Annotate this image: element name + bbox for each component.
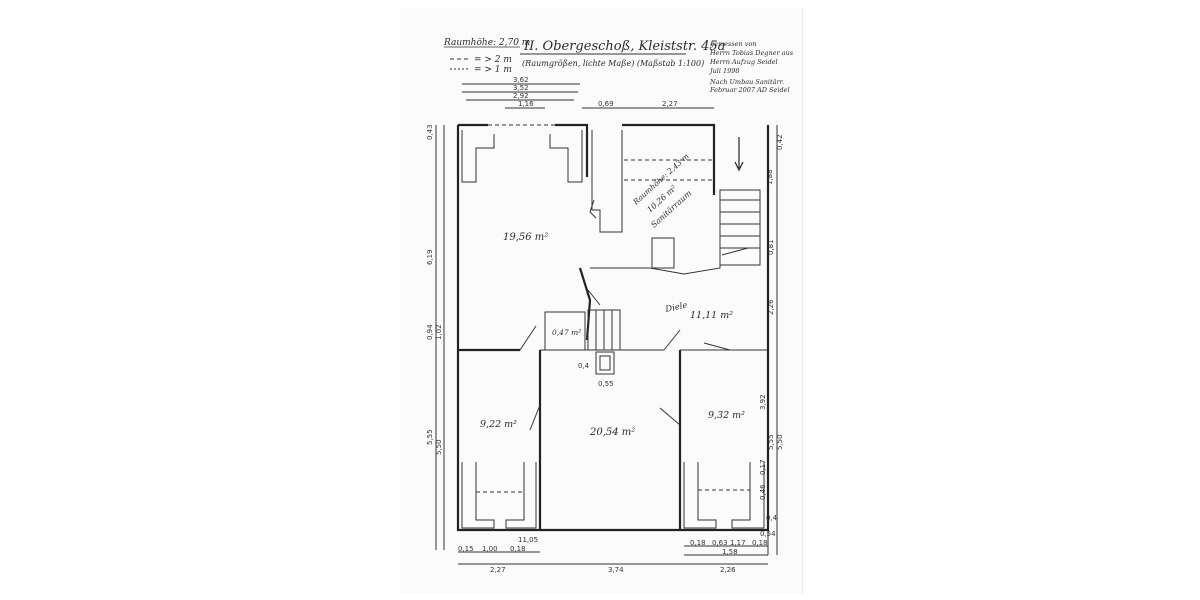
- chimney-dim-2: 0,55: [598, 380, 614, 388]
- dim-top-5: 0,69: [598, 100, 614, 108]
- dim-bottom-1: 0,15: [458, 545, 474, 553]
- window-niche-bottom-left-b: [505, 462, 537, 529]
- dim-top-4: 1,16: [518, 100, 534, 108]
- dim-left-2: 6,19: [426, 249, 434, 265]
- dim-top-1: 3,62: [513, 76, 529, 84]
- dim-bottom-9: 1,17: [730, 539, 746, 547]
- dim-bottom-3: 0,18: [510, 545, 526, 553]
- room-right-bottom-area: 9,32 m²: [708, 410, 745, 421]
- note-footer-2: Februar 2007 AD Seidel: [709, 86, 790, 94]
- small-staircase: [544, 309, 621, 351]
- dim-right-8: 0,17: [759, 459, 767, 475]
- room-living-area: 19,56 m²: [503, 232, 548, 243]
- window-niche-top-left-a: [461, 130, 495, 183]
- dim-bottom-7: 0,18: [690, 539, 706, 547]
- dim-bottom-4: 2,27: [490, 566, 506, 574]
- dim-bottom-12: 0,54: [760, 530, 776, 538]
- bottom-dimension-lines: [458, 545, 768, 565]
- room-hall-area: 11,11 m²: [690, 310, 733, 321]
- arrow-down-icon: [734, 161, 744, 172]
- dim-bottom-13: 0,4: [766, 514, 778, 522]
- note-line-2: Herrn Tobias Degner aus: [709, 49, 794, 57]
- legend-dash-1m: = > 1 m: [474, 65, 512, 75]
- door-swings: [519, 247, 749, 431]
- dim-left-5: 5,55: [426, 429, 434, 445]
- dim-bottom-6: 2,26: [720, 566, 736, 574]
- dim-right-3: 0,81: [767, 239, 775, 255]
- staircase-right: [719, 189, 761, 266]
- room-center-bottom-area: 20,54 m²: [589, 427, 635, 438]
- dim-left-1: 0,43: [426, 124, 434, 140]
- legend-room-height: Raumhöhe: 2,70 m: [443, 38, 530, 48]
- dim-bottom-8: 0,63: [712, 539, 728, 547]
- dim-right-6: 3,92: [759, 394, 767, 410]
- dim-left-6: 5,50: [435, 439, 443, 455]
- window-niche-bottom-right-b: [731, 462, 765, 529]
- dim-bottom-14: 11,05: [518, 536, 538, 544]
- note-line-1: gemessen von: [710, 40, 757, 48]
- window-niche-bottom-left-a: [461, 462, 495, 529]
- dim-top-6: 2,27: [662, 100, 678, 108]
- dim-bottom-10: 0,18: [752, 539, 768, 547]
- dim-bottom-5: 3,74: [608, 566, 624, 574]
- room-hall-name: Diele: [664, 301, 689, 316]
- note-footer-1: Nach Umbau Sanitärr.: [709, 78, 784, 86]
- dim-left-4: 1,02: [435, 324, 443, 340]
- bathroom-cabinet: [591, 130, 623, 233]
- dim-bottom-2: 1,00: [482, 545, 498, 553]
- plan-subtitle: (Raumgrößen, lichte Maße) (Maßstab 1:100…: [522, 59, 704, 68]
- window-niche-top-left-b: [549, 130, 583, 183]
- legend-dash-2m: = > 2 m: [474, 55, 512, 65]
- top-dimension-lines: [462, 83, 714, 109]
- window-niche-bottom-right-a: [683, 462, 717, 529]
- dim-bottom-11: 1,58: [722, 548, 738, 556]
- note-line-3: Herrn Aufzug Seidel: [709, 58, 778, 66]
- room-closet-area: 0,47 m²: [552, 328, 581, 337]
- room-left-bottom-area: 9,22 m²: [480, 419, 517, 430]
- chimney-dim-1: 0,4: [578, 362, 590, 370]
- floor-plan-sheet: [400, 8, 803, 594]
- chimney-lower: [595, 351, 615, 375]
- dim-left-3: 0,94: [426, 324, 434, 340]
- bathroom-wall: [622, 123, 716, 195]
- dim-top-3: 2,92: [513, 92, 529, 100]
- outer-wall: [456, 125, 770, 532]
- dim-right-7: 5,50: [776, 434, 784, 450]
- chimney-top: [651, 237, 675, 269]
- dim-right-9: 0,46: [759, 484, 767, 500]
- plan-title: II. Obergeschoß, Kleiststr. 45a: [523, 39, 725, 54]
- dim-right-5: 5,55: [767, 434, 775, 450]
- note-line-4: Juli 1998: [708, 67, 740, 75]
- dim-right-2: 1,88: [766, 169, 774, 185]
- dim-top-2: 3,52: [513, 84, 529, 92]
- dim-right-1: 0,42: [776, 134, 784, 150]
- dim-right-4: 2,26: [767, 299, 775, 315]
